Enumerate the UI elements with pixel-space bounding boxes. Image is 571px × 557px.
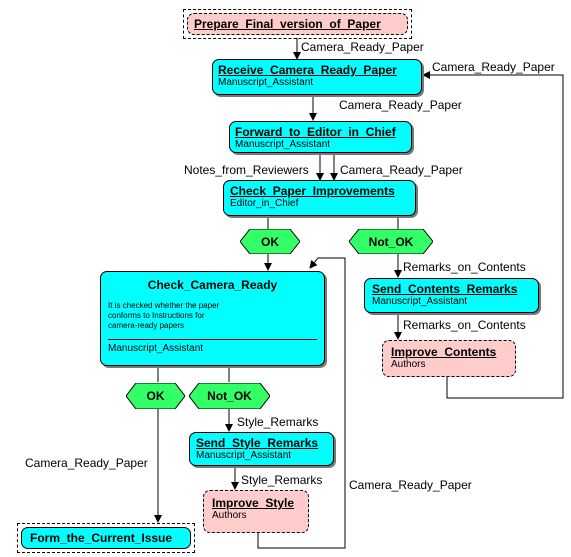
forward-editor-node[interactable]: Forward_to_Editor_in_Chief Manuscript_As… [229, 121, 412, 153]
check-camera-ready-title: Check_Camera_Ready [147, 278, 278, 292]
condition-not-ok-2-label: Not_OK [207, 389, 252, 403]
check-improvements-title: Check_Paper_Improvements [230, 184, 395, 198]
send-contents-remarks-role: Manuscript_Assistant [372, 296, 468, 307]
send-contents-remarks-node[interactable]: Send_Contents_Remarks Manuscript_Assista… [364, 278, 539, 313]
edge-label: Camera_Ready_Paper [339, 98, 462, 112]
check-improvements-node[interactable]: Check_Paper_Improvements Editor_in_Chief [223, 180, 416, 216]
send-contents-remarks-title: Send_Contents_Remarks [372, 282, 518, 296]
prepare-node-frame [183, 9, 412, 39]
condition-ok-1-label: OK [261, 234, 279, 249]
edge-label: Camera_Ready_Paper [432, 60, 555, 74]
edge-label: Style_Remarks [241, 473, 323, 487]
improve-style-node[interactable]: Improve_Style Authors [203, 490, 309, 533]
edge-contents-loop [422, 71, 564, 399]
edge-style-loop [257, 257, 346, 549]
receive-camera-ready-title: Receive_Camera_Ready_Paper [218, 63, 397, 77]
prepare-final-paper-node[interactable]: Prepare_Final_version_of_Paper [187, 13, 408, 35]
check-camera-ready-description: It is checked whether the paper conforms… [108, 301, 317, 331]
condition-ok-1-shape [240, 229, 300, 254]
edge-label: Camera_Ready_Paper [301, 40, 424, 54]
edge-label: Camera_Ready_Paper [25, 456, 148, 470]
check-camera-ready-node[interactable]: Check_Camera_Ready It is checked whether… [100, 271, 325, 366]
condition-ok-1: OK [240, 229, 300, 254]
improve-contents-role: Authors [391, 359, 426, 370]
send-style-remarks-role: Manuscript_Assistant [196, 450, 292, 461]
form-issue-node-frame [17, 523, 195, 553]
edge-label: Notes_from_Reviewers [184, 163, 309, 177]
improve-contents-title: Improve_Contents [391, 345, 497, 359]
edge-label: Remarks_on_Contents [403, 260, 526, 274]
condition-ok-2: OK [126, 383, 185, 409]
check-camera-ready-role: Manuscript_Assistant [108, 343, 204, 354]
send-style-remarks-title: Send_Style_Remarks [196, 436, 319, 450]
description-line: camera-ready papers [108, 321, 185, 330]
condition-not-ok-2-shape [189, 383, 270, 409]
prepare-final-paper-title: Prepare_Final_version_of_Paper [194, 17, 381, 31]
edge-label: Camera_Ready_Paper [340, 163, 463, 177]
check-improvements-role: Editor_in_Chief [230, 198, 299, 209]
check-camera-ready-divider: Manuscript_Assistant [108, 339, 317, 355]
condition-not-ok-1-label: Not_OK [368, 234, 414, 249]
description-line: conforms to Instructions for [108, 311, 205, 320]
condition-not-ok-2: Not_OK [189, 383, 270, 409]
receive-camera-ready-node[interactable]: Receive_Camera_Ready_Paper Manuscript_As… [212, 59, 422, 95]
condition-not-ok-1-shape [349, 229, 433, 254]
description-line: It is checked whether the paper [108, 301, 220, 310]
condition-ok-2-shape [126, 383, 185, 409]
receive-camera-ready-role: Manuscript_Assistant [218, 77, 314, 88]
edge-label: Remarks_on_Contents [403, 318, 526, 332]
send-style-remarks-node[interactable]: Send_Style_Remarks Manuscript_Assistant [189, 432, 334, 466]
improve-style-title: Improve_Style [212, 496, 295, 510]
form-current-issue-title: Form_the_Current_Issue [30, 531, 173, 545]
edge-label: Style_Remarks [237, 415, 319, 429]
forward-editor-role: Manuscript_Assistant [235, 139, 331, 150]
improve-style-role: Authors [212, 510, 247, 521]
forward-editor-title: Forward_to_Editor_in_Chief [235, 125, 396, 139]
form-current-issue-node[interactable]: Form_the_Current_Issue [21, 527, 191, 549]
edge-label: Camera_Ready_Paper [349, 478, 472, 492]
condition-ok-2-label: OK [146, 389, 165, 403]
improve-contents-node[interactable]: Improve_Contents Authors [382, 340, 516, 377]
condition-not-ok-1: Not_OK [349, 229, 433, 254]
